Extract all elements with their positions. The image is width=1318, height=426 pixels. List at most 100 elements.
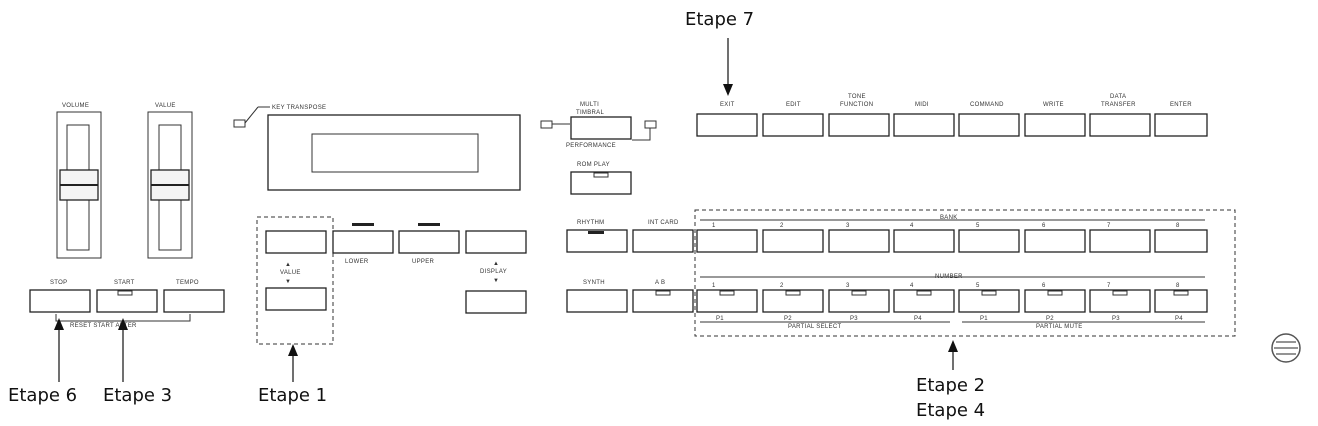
svg-text:3: 3 — [846, 283, 850, 289]
svg-text:A B: A B — [655, 280, 665, 286]
value-slider[interactable]: VALUE — [147, 103, 193, 259]
value-up-button[interactable] — [265, 230, 327, 254]
bank-button[interactable]: 8 — [1154, 223, 1208, 253]
command-button[interactable]: COMMAND — [958, 102, 1020, 137]
number-button[interactable]: 8P4 — [1154, 283, 1208, 322]
bank-button[interactable]: 3 — [828, 223, 890, 253]
svg-text:TEMPO: TEMPO — [176, 280, 199, 286]
write-button[interactable]: WRITE — [1024, 102, 1086, 137]
number-button[interactable]: 2P2 — [762, 283, 824, 322]
svg-text:RESET START AFTER: RESET START AFTER — [70, 323, 137, 329]
svg-text:STOP: STOP — [50, 280, 67, 286]
number-button[interactable]: 1P1 — [696, 283, 758, 322]
svg-text:2: 2 — [780, 283, 784, 289]
upper-button[interactable]: UPPER — [398, 223, 460, 265]
svg-text:8: 8 — [1176, 223, 1180, 229]
svg-text:P1: P1 — [716, 316, 724, 322]
rhythm-button[interactable]: RHYTHM — [566, 220, 628, 253]
svg-text:3: 3 — [846, 223, 850, 229]
arrow-etape7 — [723, 38, 733, 96]
edit-button[interactable]: EDIT — [762, 102, 824, 137]
svg-text:MULTI: MULTI — [580, 102, 599, 108]
number-button[interactable]: 3P3 — [828, 283, 890, 322]
svg-text:TONE: TONE — [848, 94, 866, 100]
bank-button[interactable]: 5 — [958, 223, 1020, 253]
arrow-etape1 — [288, 344, 298, 382]
svg-text:1: 1 — [712, 283, 716, 289]
bank-button[interactable]: 2 — [762, 223, 824, 253]
svg-text:5: 5 — [976, 223, 980, 229]
data-transfer-button[interactable]: DATA TRANSFER — [1089, 94, 1151, 137]
svg-text:▼: ▼ — [285, 279, 291, 285]
bank-button[interactable]: 6 — [1024, 223, 1086, 253]
synth-button[interactable]: SYNTH — [566, 280, 628, 313]
svg-text:VALUE: VALUE — [280, 270, 301, 276]
svg-text:PERFORMANCE: PERFORMANCE — [566, 143, 616, 149]
number-button[interactable]: 6P2 — [1024, 283, 1086, 322]
svg-text:5: 5 — [976, 283, 980, 289]
svg-text:VALUE: VALUE — [155, 103, 176, 109]
svg-text:7: 7 — [1107, 223, 1111, 229]
int-card-button[interactable]: INT CARD — [632, 220, 694, 253]
svg-text:KEY TRANSPOSE: KEY TRANSPOSE — [272, 105, 326, 111]
svg-text:DISPLAY: DISPLAY — [480, 269, 507, 275]
svg-text:PARTIAL SELECT: PARTIAL SELECT — [788, 324, 841, 330]
value-label: ▲ VALUE ▼ — [280, 262, 301, 285]
display-up-button[interactable]: ▲ DISPLAY ▼ — [465, 230, 527, 284]
svg-text:P4: P4 — [1175, 316, 1183, 322]
bank-number-group: BANK NUMBER PARTIAL SELECT PARTIAL MUTE — [694, 209, 1236, 337]
key-transpose-indicator: KEY TRANSPOSE — [233, 105, 326, 128]
svg-text:PARTIAL MUTE: PARTIAL MUTE — [1036, 324, 1083, 330]
svg-text:4: 4 — [910, 223, 914, 229]
midi-button[interactable]: MIDI — [893, 102, 955, 137]
svg-text:EDIT: EDIT — [786, 102, 801, 108]
bank-button[interactable]: 7 — [1089, 223, 1151, 253]
number-button[interactable]: 7P3 — [1089, 283, 1151, 322]
svg-text:4: 4 — [910, 283, 914, 289]
etape2-label: Etape 2 — [916, 375, 985, 396]
svg-text:TIMBRAL: TIMBRAL — [576, 110, 604, 116]
svg-text:ROM PLAY: ROM PLAY — [577, 162, 610, 168]
logo-mark — [1271, 333, 1301, 363]
svg-text:2: 2 — [780, 223, 784, 229]
etape6-label: Etape 6 — [8, 385, 77, 406]
svg-text:COMMAND: COMMAND — [970, 102, 1004, 108]
stop-button[interactable]: STOP — [29, 280, 91, 313]
number-button[interactable]: 4P4 — [893, 283, 955, 322]
etape7-label: Etape 7 — [685, 9, 754, 30]
arrow-etape3 — [118, 318, 128, 382]
svg-text:P2: P2 — [1046, 316, 1054, 322]
rom-play-button[interactable]: ROM PLAY — [570, 162, 632, 195]
performance-mode-button[interactable]: MULTI TIMBRAL PERFORMANCE — [540, 102, 657, 149]
svg-text:P4: P4 — [914, 316, 922, 322]
svg-text:FUNCTION: FUNCTION — [840, 102, 873, 108]
svg-text:7: 7 — [1107, 283, 1111, 289]
exit-button[interactable]: EXIT — [696, 102, 758, 137]
svg-text:RHYTHM: RHYTHM — [577, 220, 604, 226]
svg-text:UPPER: UPPER — [412, 259, 435, 265]
display-down-button[interactable] — [465, 290, 527, 314]
value-button-group — [256, 216, 334, 345]
svg-text:P3: P3 — [850, 316, 858, 322]
bank-button[interactable]: 1 — [696, 223, 758, 253]
value-down-button[interactable] — [265, 287, 327, 311]
start-button[interactable]: START — [96, 280, 158, 313]
lower-button[interactable]: LOWER — [332, 223, 394, 265]
svg-text:ENTER: ENTER — [1170, 102, 1192, 108]
svg-text:SYNTH: SYNTH — [583, 280, 605, 286]
bank-button[interactable]: 4 — [893, 223, 955, 253]
svg-text:6: 6 — [1042, 223, 1046, 229]
enter-button[interactable]: ENTER — [1154, 102, 1208, 137]
number-button[interactable]: 5P1 — [958, 283, 1020, 322]
ab-button[interactable]: A B — [632, 280, 694, 313]
svg-text:P1: P1 — [980, 316, 988, 322]
svg-text:P2: P2 — [784, 316, 792, 322]
arrow-etape6 — [54, 318, 64, 382]
tempo-button[interactable]: TEMPO — [163, 280, 225, 313]
svg-text:NUMBER: NUMBER — [935, 274, 963, 280]
volume-slider[interactable]: VOLUME — [56, 103, 102, 259]
tone-function-button[interactable]: TONE FUNCTION — [828, 94, 890, 137]
svg-text:P3: P3 — [1112, 316, 1120, 322]
svg-text:VOLUME: VOLUME — [62, 103, 89, 109]
